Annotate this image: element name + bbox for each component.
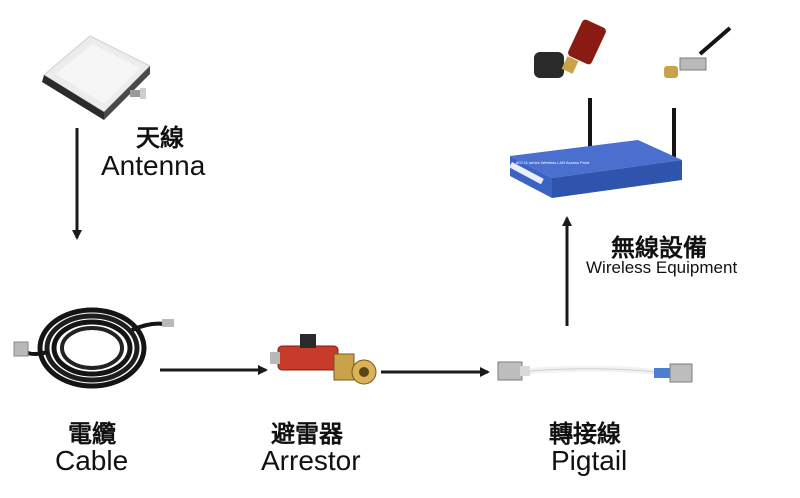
router-label: 802.11 series Wireless LAN Access Point <box>516 160 590 165</box>
wireless-label-zh: 無線設備 <box>611 233 707 262</box>
pigtail-picture <box>497 361 693 383</box>
cable-picture <box>13 307 174 389</box>
pigtail-label-en: Pigtail <box>551 445 628 476</box>
arrestor-picture <box>270 334 377 385</box>
usb-adapter-picture <box>534 19 606 78</box>
cable-label-zh: 電纜 <box>68 419 116 448</box>
antenna-label-zh: 天線 <box>136 123 184 152</box>
cable-label-en: Cable <box>55 445 129 476</box>
router-picture <box>509 98 682 198</box>
arrestor-label-en: Arrestor <box>261 445 361 476</box>
wireless-label-en: Wireless Equipment <box>586 258 738 277</box>
antenna-picture <box>42 35 151 120</box>
usb-antenna-adapter-picture <box>664 26 732 78</box>
antenna-label-en: Antenna <box>101 150 206 181</box>
arrestor-label-zh: 避雷器 <box>271 419 343 448</box>
pigtail-label-zh: 轉接線 <box>549 419 621 448</box>
